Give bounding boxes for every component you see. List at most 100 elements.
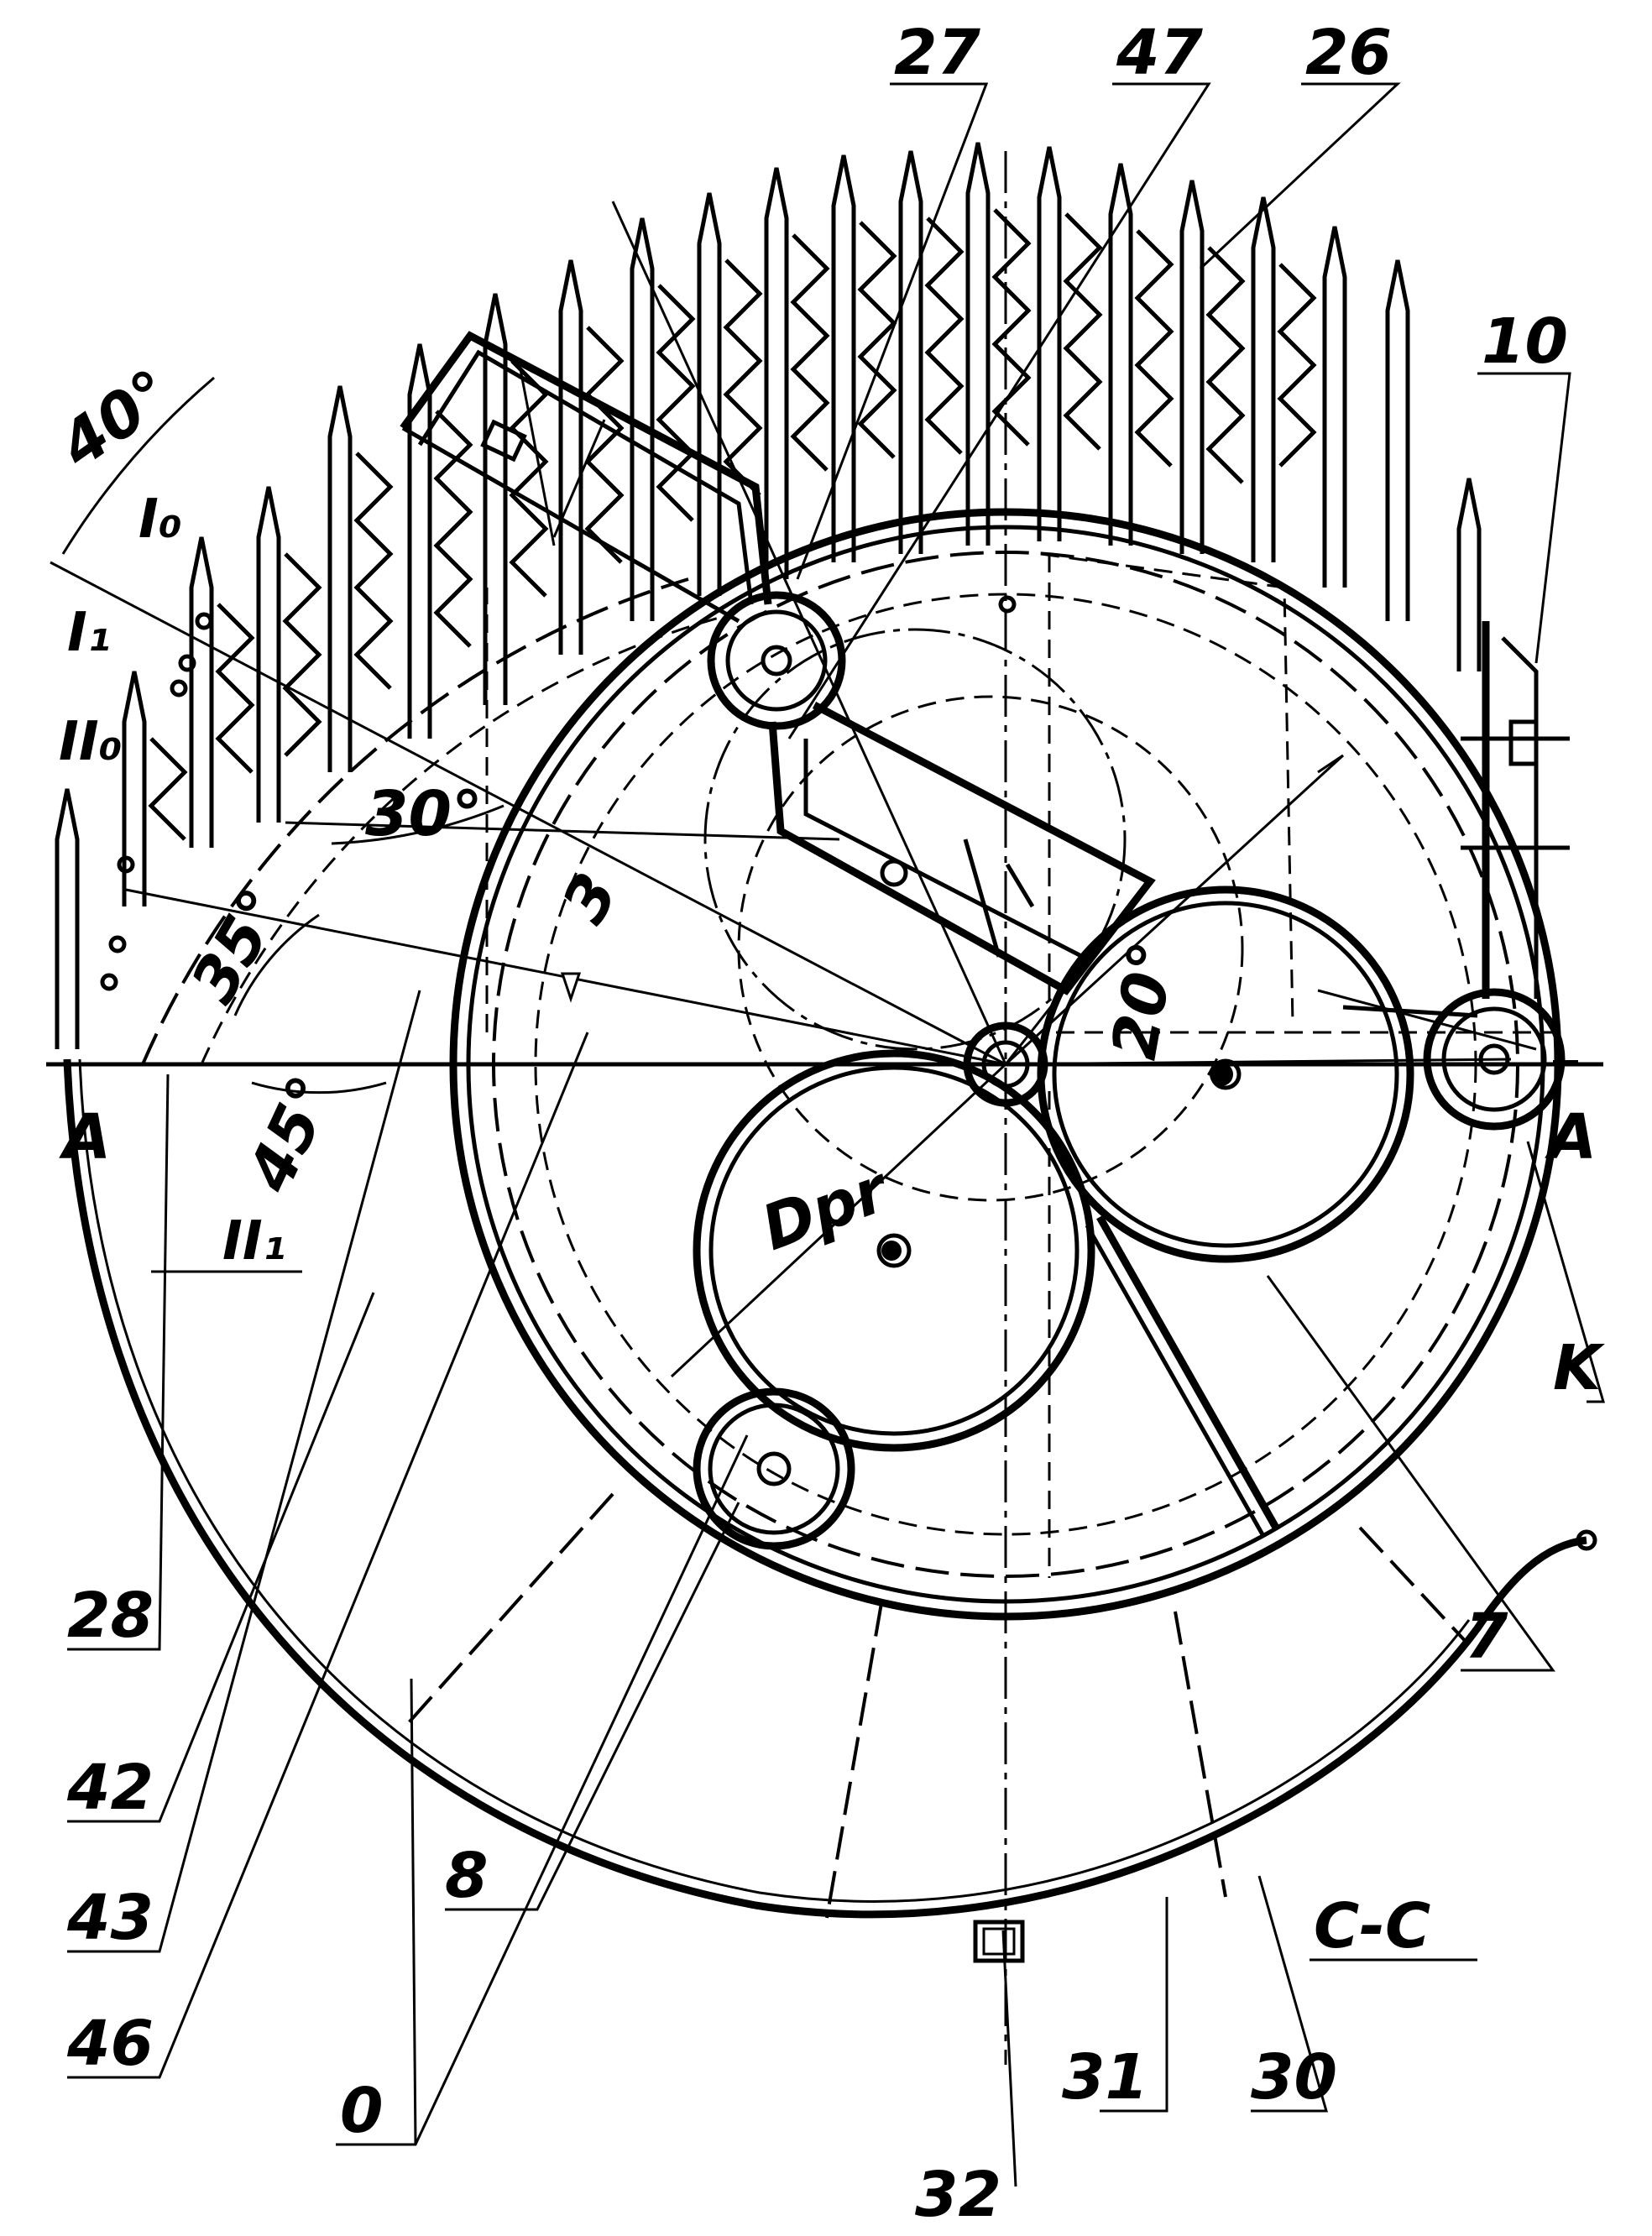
zigzag-9 bbox=[656, 284, 696, 522]
label-27: 27 bbox=[894, 17, 980, 89]
zigzag-6 bbox=[433, 410, 473, 648]
mid-dashed-circle bbox=[737, 695, 1244, 1202]
tine-8 bbox=[558, 259, 583, 655]
tine-11 bbox=[764, 167, 789, 579]
pivot-markers bbox=[100, 595, 1017, 991]
label-ii1: II₁ bbox=[222, 1210, 286, 1272]
zigzag-3 bbox=[215, 603, 255, 774]
label-42: 42 bbox=[66, 1752, 154, 1824]
tine-18 bbox=[1251, 196, 1276, 562]
tine-10 bbox=[697, 192, 722, 596]
gear-dpr-hub bbox=[876, 1233, 912, 1268]
right-frame bbox=[1342, 621, 1570, 1018]
labels: 27 47 26 10 40° I₀ I₁ II₀ 30° 35° 3 20° … bbox=[46, 17, 1605, 2231]
blade-7-side bbox=[1085, 1224, 1266, 1538]
label-26: 26 bbox=[1305, 17, 1392, 89]
label-32: 32 bbox=[915, 2159, 1001, 2231]
tine-13 bbox=[898, 150, 923, 554]
zigzag-12 bbox=[857, 221, 897, 459]
tine-19 bbox=[1322, 226, 1347, 588]
tine-7 bbox=[483, 293, 508, 705]
tine-21 bbox=[1456, 478, 1482, 671]
rotor-dashed-ring bbox=[492, 551, 1519, 1578]
zigzag-10 bbox=[723, 259, 763, 497]
label-20-deg: 20° bbox=[1098, 936, 1189, 1064]
radial-dashes bbox=[401, 1060, 1578, 1919]
label-28: 28 bbox=[67, 1580, 154, 1652]
label-c-c: C-C bbox=[1314, 1890, 1430, 1962]
zigzag-14 bbox=[991, 208, 1032, 447]
bottom-square-32-inner bbox=[982, 1927, 1016, 1956]
label-ii0: II₀ bbox=[59, 711, 123, 773]
tine-17 bbox=[1179, 180, 1205, 554]
label-46: 46 bbox=[66, 2008, 154, 2080]
label-i1: I₁ bbox=[67, 602, 111, 664]
top-wheel-outer bbox=[707, 591, 846, 730]
label-45-deg: 45° bbox=[233, 1065, 349, 1203]
label-i0: I₀ bbox=[139, 488, 182, 551]
zigzag-15 bbox=[1063, 212, 1103, 451]
zigzag-4 bbox=[282, 552, 322, 757]
lower-roller-outer bbox=[693, 1387, 855, 1550]
tine-1 bbox=[55, 788, 80, 1049]
label-8: 8 bbox=[445, 1840, 489, 1912]
left-dashed-arc bbox=[141, 577, 689, 1065]
zigzag-7 bbox=[509, 359, 549, 598]
zigzag-11 bbox=[790, 233, 830, 472]
gear-dpr-outer bbox=[693, 1049, 1095, 1452]
blade-7 bbox=[1096, 1215, 1279, 1530]
center-mark-dpr bbox=[881, 1241, 902, 1261]
upper-dashed-circle bbox=[703, 628, 1127, 1051]
label-30-deg: 30° bbox=[365, 778, 483, 850]
label-0: 0 bbox=[340, 2075, 384, 2147]
label-40-deg: 40° bbox=[46, 356, 185, 483]
angle-arcs bbox=[61, 376, 504, 1094]
tine-5 bbox=[327, 385, 353, 772]
tine-9 bbox=[630, 217, 655, 621]
center-mark-right bbox=[1210, 1063, 1233, 1086]
tine-4 bbox=[256, 486, 281, 823]
label-43: 43 bbox=[66, 1882, 154, 1954]
top-wheel-hub bbox=[761, 645, 792, 677]
right-gear-inner bbox=[1052, 901, 1399, 1248]
tine-6 bbox=[407, 343, 432, 739]
tine-3 bbox=[189, 536, 214, 848]
label-10: 10 bbox=[1482, 306, 1568, 378]
label-31: 31 bbox=[1062, 2041, 1148, 2113]
outer-housing-inner bbox=[78, 1058, 1471, 1903]
zigzag-16 bbox=[1134, 229, 1174, 468]
zigzag-13 bbox=[924, 217, 965, 455]
leader-lines bbox=[67, 82, 1605, 2187]
zigzag-8 bbox=[584, 326, 625, 564]
lower-roller-inner bbox=[708, 1403, 840, 1535]
tine-16 bbox=[1108, 163, 1133, 546]
label-3: 3 bbox=[548, 861, 632, 935]
lower-roller-hub bbox=[756, 1451, 792, 1486]
label-30: 30 bbox=[1251, 2041, 1337, 2113]
outer-housing bbox=[63, 1058, 1587, 1919]
rotor-sections bbox=[485, 552, 1553, 1578]
zigzag-2 bbox=[148, 737, 188, 841]
label-47: 47 bbox=[1116, 17, 1203, 89]
top-wheel-inner bbox=[725, 609, 828, 712]
gear-dpr-inner bbox=[708, 1065, 1080, 1436]
bottom-square-32 bbox=[973, 1920, 1025, 1963]
tine-2 bbox=[122, 671, 147, 906]
zigzag-18 bbox=[1277, 263, 1317, 468]
label-a-left: A bbox=[59, 1101, 111, 1173]
tine-15 bbox=[1037, 146, 1062, 541]
rake-tines bbox=[55, 142, 1482, 1049]
zigzag-5 bbox=[353, 452, 394, 690]
tine-20 bbox=[1385, 259, 1410, 621]
label-a-right: A bbox=[1545, 1101, 1597, 1173]
left-dashed-arc-2 bbox=[200, 615, 723, 1065]
tine-14 bbox=[965, 142, 991, 546]
direction-arrow bbox=[560, 972, 582, 1003]
label-7: 7 bbox=[1465, 1601, 1508, 1673]
housing-end-knob bbox=[1576, 1529, 1597, 1551]
inclined-box bbox=[768, 702, 1156, 995]
label-k: K bbox=[1553, 1332, 1605, 1404]
zigzag-17 bbox=[1205, 246, 1246, 484]
rotor-dashed-ring-inner bbox=[534, 593, 1477, 1536]
